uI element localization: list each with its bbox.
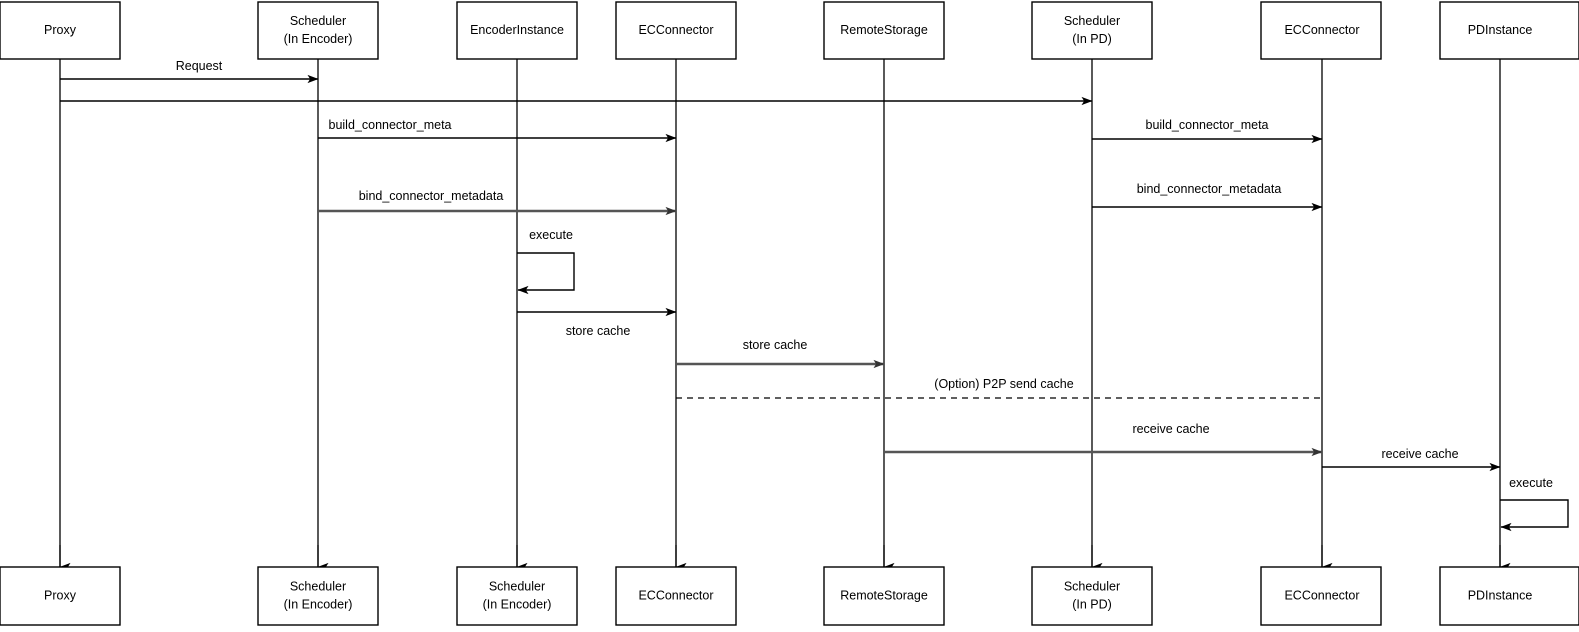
participant-box-top-sched_pd: Scheduler (In PD): [1031, 1, 1153, 60]
participant-label-line1: RemoteStorage: [840, 23, 928, 37]
self-message-arrow: [517, 252, 575, 295]
participant-box-bottom-encoder_inst: Scheduler (In Encoder): [456, 566, 578, 626]
participant-label-line1: Scheduler: [1064, 579, 1120, 593]
message-m3: build_connector_meta: [318, 118, 677, 143]
participant-label-line2: (In PD): [1072, 32, 1112, 46]
message-label: Request: [176, 59, 223, 73]
participant-box-bottom-pd_inst: PDInstance: [1439, 566, 1579, 626]
message-m12: receive cache: [1322, 447, 1501, 472]
lifelines-layer: [59, 59, 1511, 572]
participant-label-line1: Proxy: [44, 588, 77, 602]
message-m5: bind_connector_metadata: [318, 189, 677, 216]
participant-box-top-encoder_inst: EncoderInstance: [456, 1, 578, 60]
participant-box-bottom-ec_conn_left: ECConnector: [615, 566, 737, 626]
message-label: receive cache: [1132, 422, 1209, 436]
message-label: receive cache: [1381, 447, 1458, 461]
message-label: build_connector_meta: [329, 118, 452, 132]
message-m7: execute: [517, 228, 575, 295]
participant-label-line1: Scheduler: [489, 579, 545, 593]
messages-layer: Request build_connector_meta build_connect…: [60, 59, 1569, 532]
participant-box-bottom-proxy: Proxy: [0, 566, 121, 626]
message-label: store cache: [743, 338, 808, 352]
message-m1: Request: [60, 59, 319, 84]
message-label: (Option) P2P send cache: [934, 377, 1073, 391]
participant-box-top-remote_store: RemoteStorage: [823, 1, 945, 60]
participant-box-top-pd_inst: PDInstance: [1439, 1, 1579, 60]
participant-label-line1: ECConnector: [638, 588, 713, 602]
message-label: bind_connector_metadata: [359, 189, 504, 203]
participant-label-line1: EncoderInstance: [470, 23, 564, 37]
message-m13: execute: [1500, 476, 1569, 532]
participant-label-line1: Scheduler: [1064, 14, 1120, 28]
participant-label-line2: (In PD): [1072, 597, 1112, 611]
participant-label-line1: RemoteStorage: [840, 588, 928, 602]
message-label: execute: [1509, 476, 1553, 490]
message-m11: receive cache: [884, 422, 1323, 457]
participant-label-line2: (In Encoder): [284, 32, 353, 46]
participant-box-bottom-remote_store: RemoteStorage: [823, 566, 945, 626]
message-m10: (Option) P2P send cache: [676, 377, 1322, 399]
participant-box-top-ec_conn_left: ECConnector: [615, 1, 737, 60]
message-m6: bind_connector_metadata: [1092, 182, 1323, 212]
participant-box-top-proxy: Proxy: [0, 1, 121, 60]
participant-label-line1: PDInstance: [1468, 23, 1533, 37]
participant-label-line2: (In Encoder): [483, 597, 552, 611]
message-m8: store cache: [517, 307, 677, 338]
participant-box-top-sched_enc: Scheduler (In Encoder): [257, 1, 379, 60]
participant-label-line1: Scheduler: [290, 14, 346, 28]
message-label: store cache: [566, 324, 631, 338]
participant-box-bottom-sched_pd: Scheduler (In PD): [1031, 566, 1153, 626]
participant-label-line1: PDInstance: [1468, 588, 1533, 602]
participant-box-bottom-sched_enc: Scheduler (In Encoder): [257, 566, 379, 626]
message-label: build_connector_meta: [1146, 118, 1269, 132]
message-label: execute: [529, 228, 573, 242]
participant-box-bottom-ec_conn_right: ECConnector: [1260, 566, 1382, 626]
participant-box-top-ec_conn_right: ECConnector: [1260, 1, 1382, 60]
participant-label-line1: ECConnector: [1284, 588, 1359, 602]
message-m4: build_connector_meta: [1092, 118, 1323, 144]
self-message-arrow: [1500, 499, 1569, 532]
participant-label-line1: ECConnector: [638, 23, 713, 37]
message-label: bind_connector_metadata: [1137, 182, 1282, 196]
participant-label-line2: (In Encoder): [284, 597, 353, 611]
participant-label-line1: ECConnector: [1284, 23, 1359, 37]
message-m9: store cache: [676, 338, 885, 369]
participant-label-line1: Scheduler: [290, 579, 346, 593]
participant-label-line1: Proxy: [44, 23, 77, 37]
